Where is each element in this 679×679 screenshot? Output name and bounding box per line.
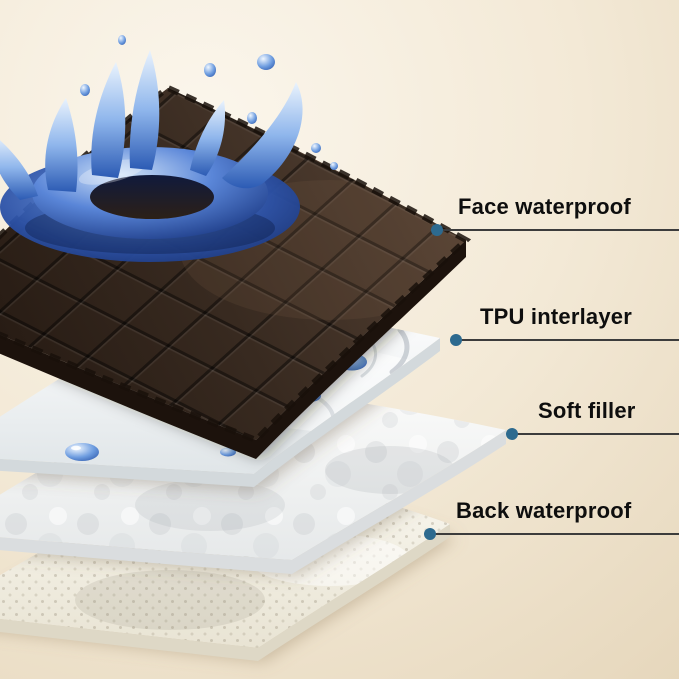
leader-line <box>450 334 679 346</box>
annotation-tpu-interlayer: TPU interlayer <box>450 304 679 346</box>
leader-dot <box>450 334 462 346</box>
annotation-label: Face waterproof <box>458 194 631 219</box>
annotation-label: TPU interlayer <box>480 304 632 329</box>
annotation-soft-filler: Soft filler <box>506 398 679 440</box>
leader-dot <box>506 428 518 440</box>
annotation-back-waterproof: Back waterproof <box>424 498 679 540</box>
annotation-label: Back waterproof <box>456 498 632 523</box>
leader-line <box>424 528 679 540</box>
soft-filler-layer <box>0 380 506 576</box>
leader-dot <box>424 528 436 540</box>
leader-line <box>431 224 679 236</box>
flying-water-droplets <box>80 35 338 170</box>
annotation-label: Soft filler <box>538 398 636 423</box>
water-splash <box>0 35 338 262</box>
annotation-face-waterproof: Face waterproof <box>431 194 679 236</box>
leader-dot <box>431 224 443 236</box>
leader-line <box>506 428 679 440</box>
